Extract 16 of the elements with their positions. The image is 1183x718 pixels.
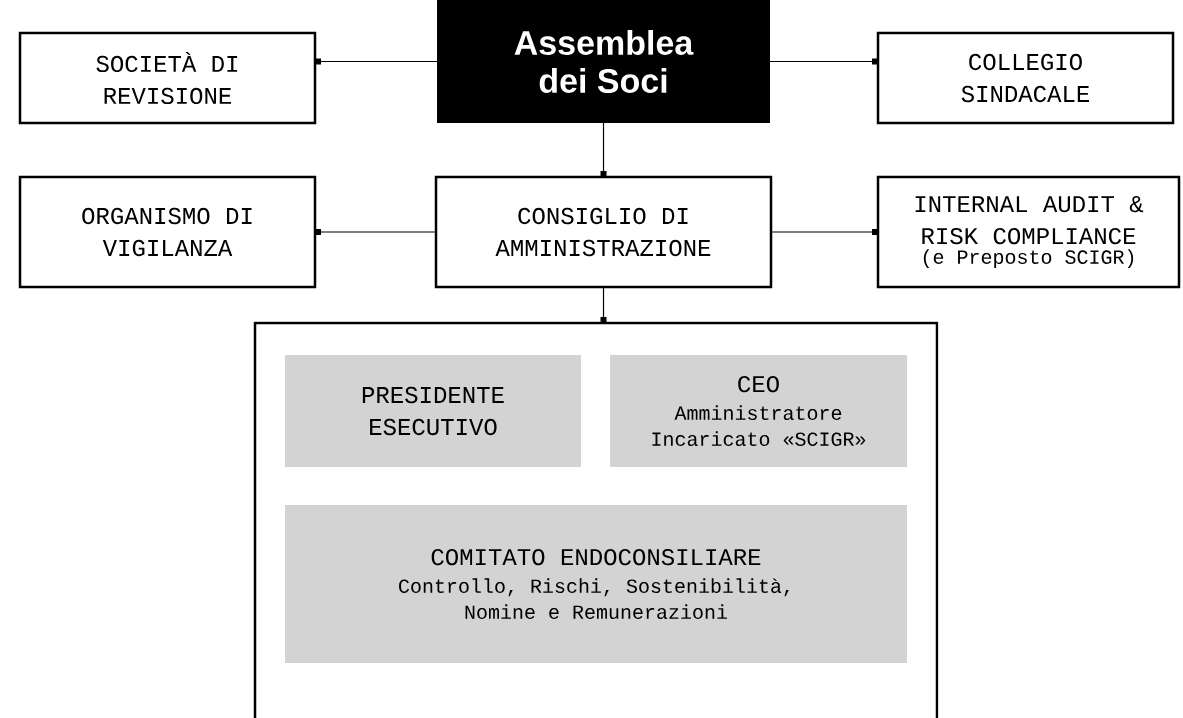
container-box — [253, 321, 939, 718]
org-box: COLLEGIO SINDACALE — [876, 31, 1175, 125]
connector — [600, 122, 607, 177]
connector — [770, 229, 878, 235]
org-box: ORGANISMO DI VIGILANZA — [18, 175, 317, 289]
committee-box: PRESIDENTE ESECUTIVO — [285, 355, 581, 467]
connector — [315, 58, 438, 65]
org-box: SOCIETÀ DI REVISIONE — [18, 31, 317, 125]
connector — [600, 286, 607, 323]
org-box: INTERNAL AUDIT & RISK COMPLIANCE (e Preposto SCIGR) — [876, 175, 1181, 289]
committee-box: COMITATO ENDOCONSILIARE Controllo, Rischi, Sostenibilità, Nomine e Remunerazioni — [285, 505, 907, 663]
committee-box: CEO Amministratore Incaricato «SCIGR» — [610, 355, 907, 467]
org-box: CONSIGLIO DI AMMINISTRAZIONE — [434, 175, 773, 289]
connector — [769, 58, 878, 65]
connector — [315, 229, 437, 235]
assembly-box: Assemblea dei Soci — [437, 0, 770, 123]
